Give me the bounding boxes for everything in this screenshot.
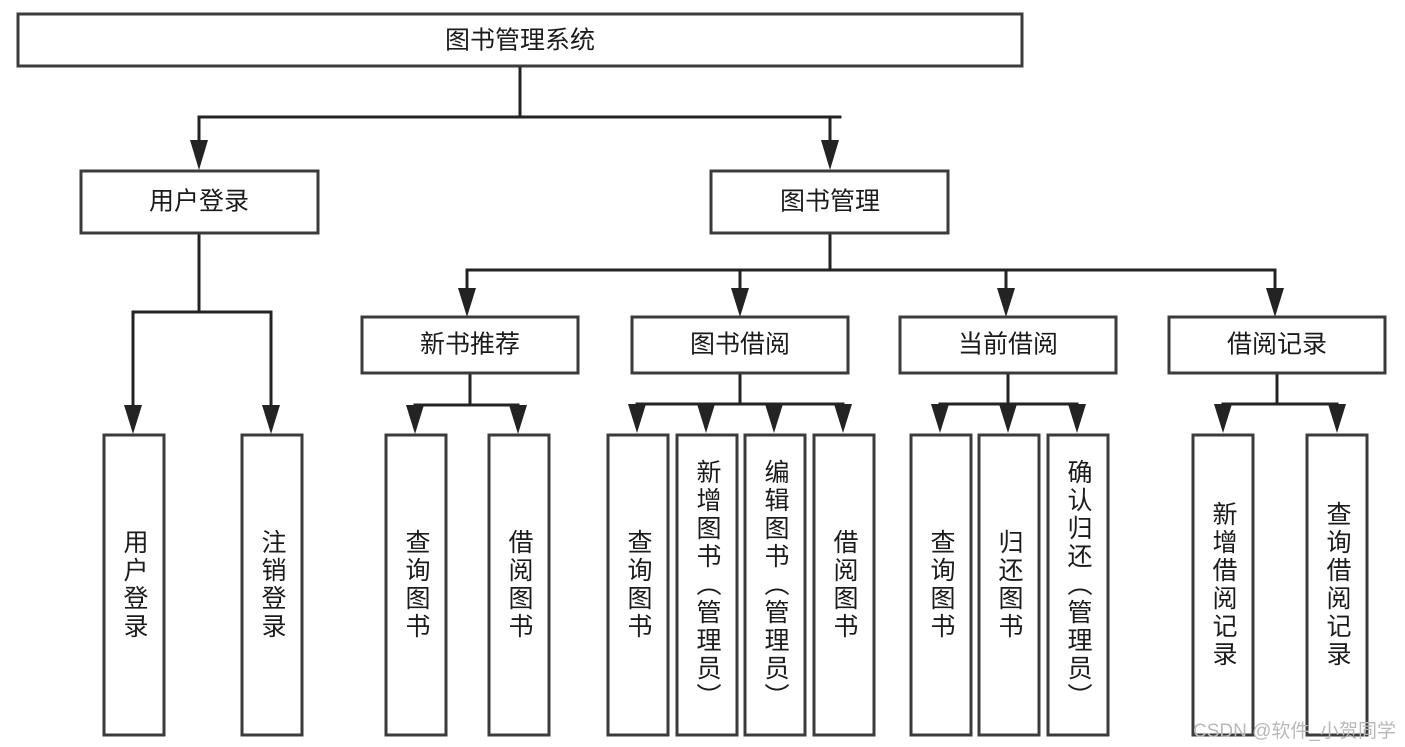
node-leaf-bb-add-book-box[interactable] xyxy=(675,433,739,737)
arrow-head-bb-2 xyxy=(765,404,783,433)
node-leaf-nb-query-book[interactable]: 查询图书 xyxy=(384,433,448,737)
node-leaf-bb-edit-book[interactable]: 编辑图书（管理员） xyxy=(743,433,807,737)
node-leaf-cb-return-book[interactable]: 归还图书 xyxy=(977,433,1041,737)
node-leaf-nb-borrow-book-label: 借阅图书 xyxy=(505,529,534,641)
node-leaf-nb-borrow-book[interactable]: 借阅图书 xyxy=(487,433,551,737)
node-new-book-recommend-label: 新书推荐 xyxy=(420,331,520,359)
arrow-head-bb-1 xyxy=(697,404,715,433)
connectors-current-borrow xyxy=(931,371,1086,433)
node-user-login-label: 用户登录 xyxy=(149,188,249,216)
arrow-head-br-1 xyxy=(1328,404,1346,433)
node-leaf-cb-query-book-box[interactable] xyxy=(909,433,973,737)
arrow-head-nb-1 xyxy=(509,405,527,434)
arrow-head-nb-0 xyxy=(406,405,424,434)
node-current-borrow-box[interactable] xyxy=(898,315,1118,375)
node-book-manage-box[interactable] xyxy=(709,169,950,235)
arrow-head-bm-3 xyxy=(1266,288,1284,317)
node-leaf-bb-borrow-book-label: 借阅图书 xyxy=(830,529,859,641)
node-leaf-logout[interactable]: 注销登录 xyxy=(240,433,304,737)
node-borrow-record-box[interactable] xyxy=(1167,315,1387,375)
node-leaf-bb-borrow-book[interactable]: 借阅图书 xyxy=(812,433,876,737)
node-leaf-cb-return-book-box[interactable] xyxy=(977,433,1041,737)
node-book-borrow[interactable]: 图书借阅 xyxy=(630,315,850,375)
node-borrow-record-label: 借阅记录 xyxy=(1227,331,1327,359)
arrow-head-cb-0 xyxy=(931,404,949,433)
watermark: CSDN @软件_小贺同学 xyxy=(1193,720,1396,742)
connectors-book-borrow xyxy=(628,371,852,433)
node-leaf-cb-query-book[interactable]: 查询图书 xyxy=(909,433,973,737)
node-leaf-nb-query-book-label: 查询图书 xyxy=(402,529,431,641)
node-leaf-bb-query-book-box[interactable] xyxy=(606,433,670,737)
arrow-head-cb-2 xyxy=(1068,404,1086,433)
node-borrow-record[interactable]: 借阅记录 xyxy=(1167,315,1387,375)
node-leaf-cb-confirm-return-box[interactable] xyxy=(1046,433,1110,737)
node-current-borrow[interactable]: 当前借阅 xyxy=(898,315,1118,375)
node-book-borrow-box[interactable] xyxy=(630,315,850,375)
connectors-book-manage xyxy=(458,231,1284,317)
node-leaf-cb-query-book-label: 查询图书 xyxy=(927,529,956,641)
node-leaf-bb-edit-book-label: 编辑图书（管理员） xyxy=(761,459,790,711)
arrow-head-user-login xyxy=(190,140,208,170)
node-leaf-bb-borrow-book-box[interactable] xyxy=(812,433,876,737)
connectors-user-login xyxy=(124,231,280,434)
arrow-head-bb-3 xyxy=(834,404,852,433)
arrow-head-br-0 xyxy=(1214,404,1232,433)
node-leaf-bb-edit-book-box[interactable] xyxy=(743,433,807,737)
arrow-head-cb-1 xyxy=(999,404,1017,433)
arrow-head-bm-0 xyxy=(458,288,476,317)
arrow-head-bm-1 xyxy=(731,288,749,317)
node-leaf-cb-confirm-return-label: 确认归还（管理员） xyxy=(1064,459,1093,711)
node-root-label: 图书管理系统 xyxy=(445,27,595,55)
node-user-login[interactable]: 用户登录 xyxy=(79,169,320,235)
node-new-book-recommend-box[interactable] xyxy=(360,315,580,375)
node-leaf-br-query-record[interactable]: 查询借阅记录 xyxy=(1305,433,1369,737)
node-leaf-logout-box[interactable] xyxy=(240,433,304,737)
node-leaf-bb-add-book[interactable]: 新增图书（管理员） xyxy=(675,433,739,737)
node-leaf-user-login-box[interactable] xyxy=(102,433,166,737)
node-current-borrow-label: 当前借阅 xyxy=(958,331,1058,359)
connectors-root xyxy=(190,64,842,170)
node-leaf-nb-borrow-book-box[interactable] xyxy=(487,433,551,737)
node-user-login-box[interactable] xyxy=(79,169,320,235)
node-book-borrow-label: 图书借阅 xyxy=(690,331,790,359)
node-leaf-user-login[interactable]: 用户登录 xyxy=(102,433,166,737)
node-leaf-bb-add-book-label: 新增图书（管理员） xyxy=(693,459,722,711)
node-leaf-br-add-record-box[interactable] xyxy=(1191,433,1255,737)
node-leaf-cb-confirm-return[interactable]: 确认归还（管理员） xyxy=(1046,433,1110,737)
arrow-head-bb-0 xyxy=(628,404,646,433)
connectors-new-book xyxy=(406,371,527,434)
node-leaf-br-query-record-label: 查询借阅记录 xyxy=(1323,501,1352,669)
node-leaf-cb-return-book-label: 归还图书 xyxy=(995,529,1024,641)
arrow-head-bm-2 xyxy=(997,288,1015,317)
arrow-head-ul-0 xyxy=(124,405,142,434)
node-leaf-user-login-label: 用户登录 xyxy=(120,529,149,641)
arrow-head-book-manage xyxy=(821,140,839,170)
arrow-head-ul-1 xyxy=(262,405,280,434)
node-book-manage-label: 图书管理 xyxy=(780,188,880,216)
connectors-borrow-record xyxy=(1214,371,1346,433)
node-root[interactable]: 图书管理系统 xyxy=(16,12,1024,68)
node-book-manage[interactable]: 图书管理 xyxy=(709,169,950,235)
node-root-box[interactable] xyxy=(16,12,1024,68)
node-leaf-logout-label: 注销登录 xyxy=(258,529,287,641)
node-leaf-br-add-record-label: 新增借阅记录 xyxy=(1209,501,1238,669)
node-leaf-nb-query-book-box[interactable] xyxy=(384,433,448,737)
node-leaf-br-add-record[interactable]: 新增借阅记录 xyxy=(1191,433,1255,737)
node-leaf-bb-query-book[interactable]: 查询图书 xyxy=(606,433,670,737)
node-leaf-bb-query-book-label: 查询图书 xyxy=(624,529,653,641)
node-new-book-recommend[interactable]: 新书推荐 xyxy=(360,315,580,375)
node-leaf-br-query-record-box[interactable] xyxy=(1305,433,1369,737)
